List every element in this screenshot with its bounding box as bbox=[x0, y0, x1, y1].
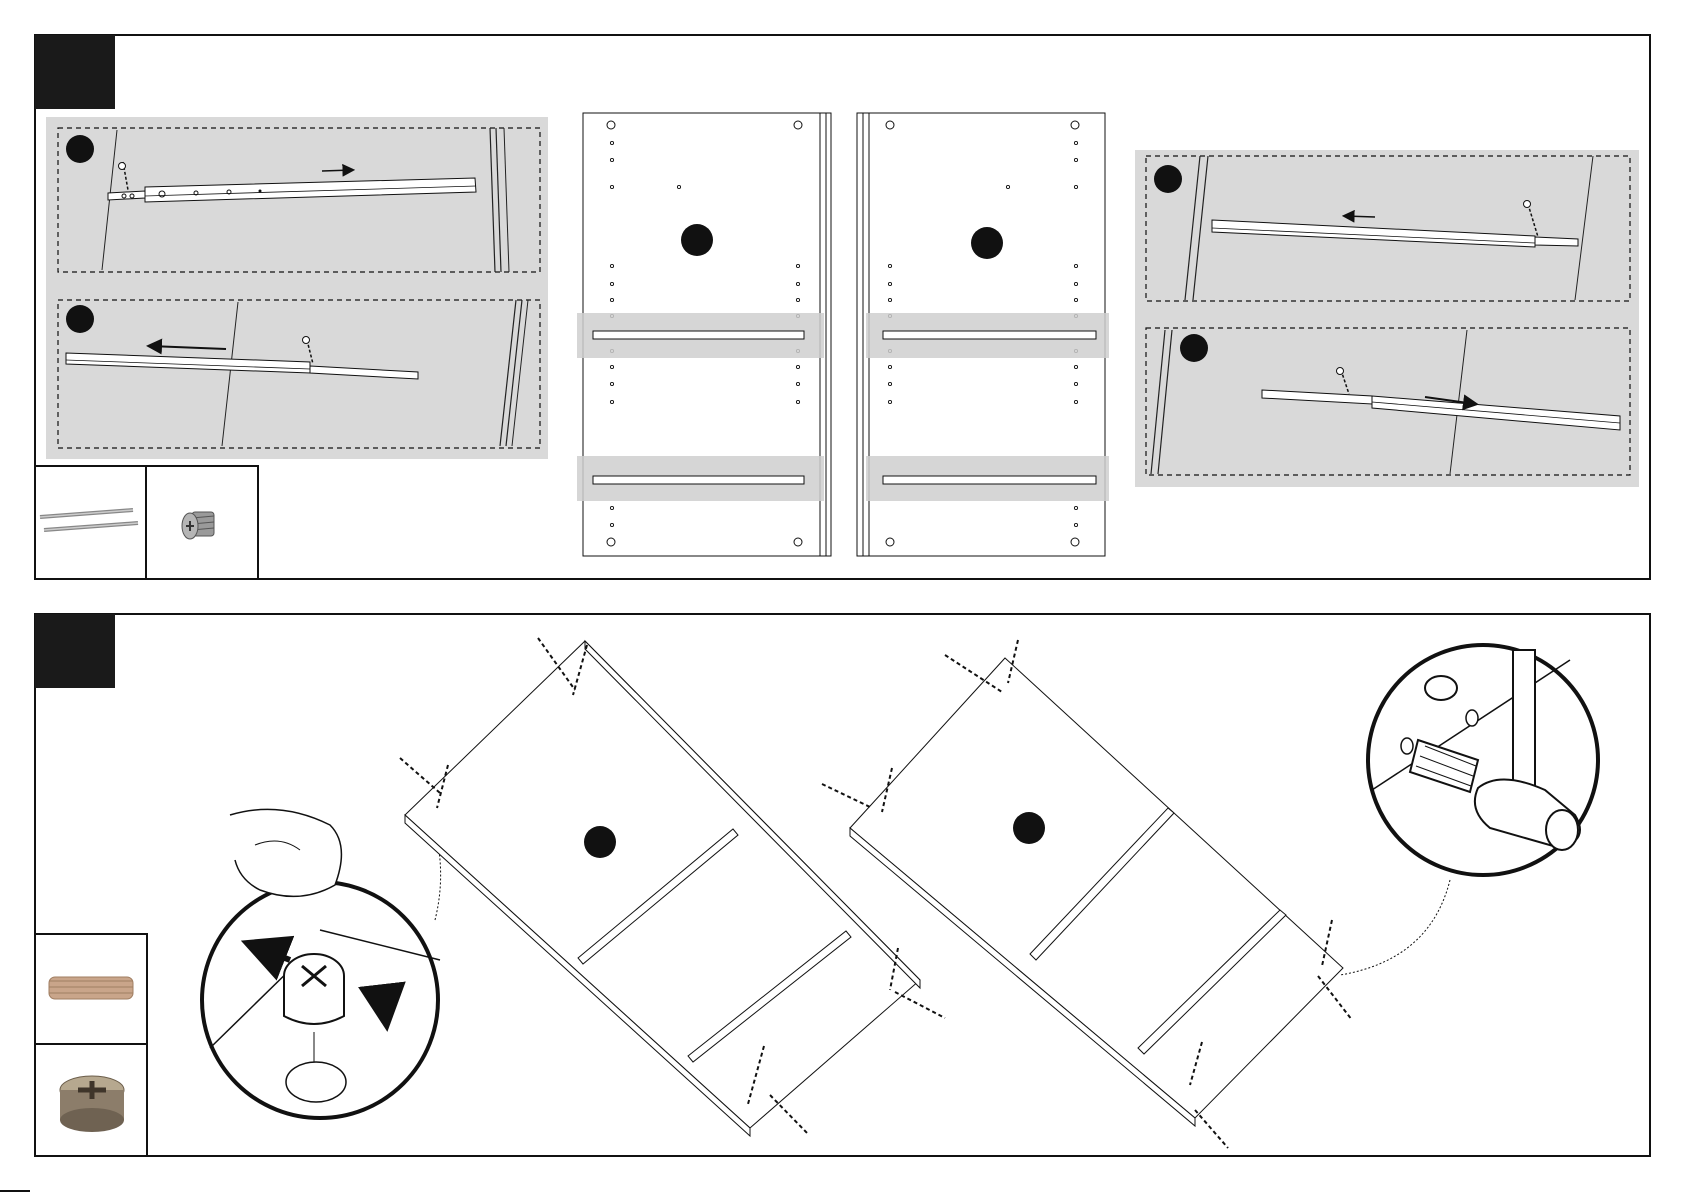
hardware-box-step-upper bbox=[35, 466, 258, 579]
lower-board-a-marker bbox=[584, 826, 616, 858]
euro-screw-icon bbox=[182, 512, 214, 539]
substep-1-marker-right bbox=[1154, 165, 1182, 193]
cam-lock-insert-callout bbox=[202, 800, 441, 1118]
board-a-marker bbox=[681, 224, 713, 256]
hardware-box-step-lower bbox=[35, 934, 147, 1156]
lower-board-b bbox=[822, 640, 1352, 1148]
step-number-badge bbox=[35, 35, 115, 109]
substep-1-marker bbox=[66, 135, 94, 163]
side-panel-board-a bbox=[577, 113, 831, 556]
board-b-marker bbox=[971, 227, 1003, 259]
detail-panel-left bbox=[46, 117, 548, 459]
substep-2-marker-right bbox=[1180, 334, 1208, 362]
lower-board-a bbox=[400, 638, 945, 1136]
wood-dowel-icon bbox=[49, 977, 133, 999]
cam-lock-icon bbox=[60, 1076, 124, 1132]
lower-board-b-marker bbox=[1013, 812, 1045, 844]
dowel-hammer-callout bbox=[1340, 645, 1598, 975]
detail-panel-right bbox=[1135, 150, 1639, 487]
step-number-badge-lower bbox=[35, 614, 115, 688]
substep-2-marker bbox=[66, 305, 94, 333]
side-panel-board-b bbox=[857, 113, 1109, 556]
